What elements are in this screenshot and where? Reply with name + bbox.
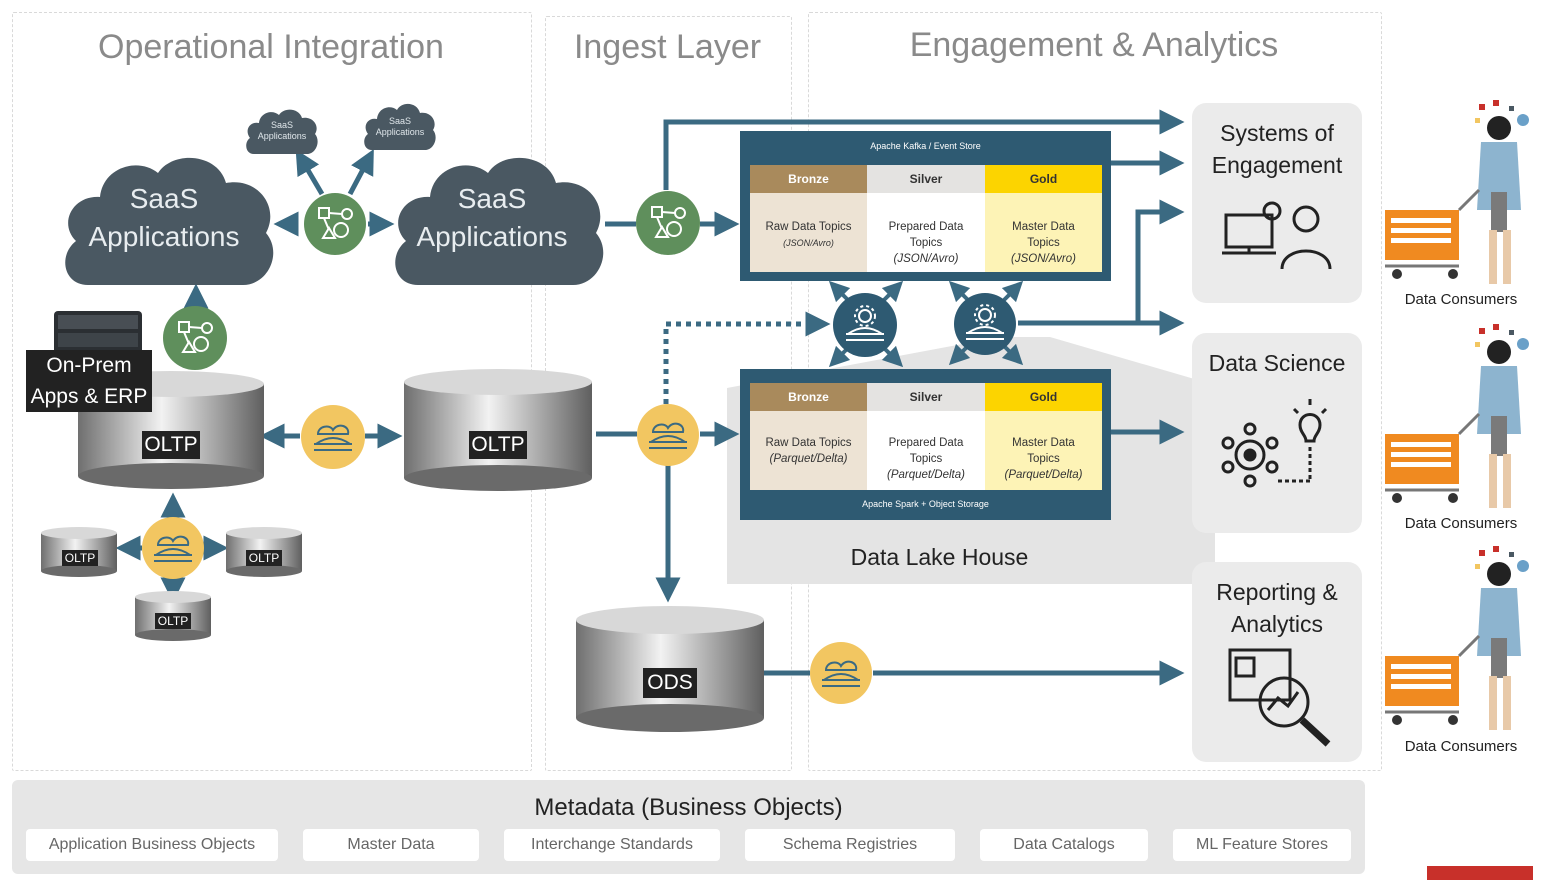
spark-title: Apache Spark + Object Storage [862, 499, 989, 509]
kafka-event-store: Apache Kafka / Event Store Bronze Silver… [740, 131, 1111, 281]
database-icon [135, 591, 211, 641]
spark-silver-body: Prepared Data Topics (Parquet/Delta) [867, 411, 985, 490]
spark-object-storage: Bronze Silver Gold Raw Data Topics (Parq… [740, 369, 1111, 520]
data-science-box: Data Science [1192, 333, 1362, 533]
data-consumers-label: Data Consumers [1404, 515, 1518, 532]
reporting-analytics-title: Reporting & Analytics [1216, 579, 1338, 637]
engagement-icon [1222, 201, 1332, 270]
kafka-silver-text: Prepared Data Topics [888, 221, 964, 249]
kafka-bronze-format: (JSON/Avro) [783, 238, 834, 248]
operational-title: Operational Integration [98, 28, 444, 66]
ods-label: ODS [643, 668, 697, 698]
spark-gold-text: Master Data Topics [1012, 437, 1075, 465]
saas-cloud-right [395, 157, 604, 285]
database-icon [404, 369, 592, 491]
replication-icon [810, 642, 872, 704]
kafka-bronze-header: Bronze [750, 165, 867, 193]
saas-cloud-small-1 [246, 109, 318, 154]
oltp-small2-label: OLTP [246, 550, 282, 566]
integration-icon [163, 306, 227, 370]
data-science-title: Data Science [1208, 350, 1346, 376]
metadata-item: ML Feature Stores [1173, 829, 1351, 861]
data-consumer-icon [1385, 100, 1529, 284]
saas-small-2-label: SaaS Applications [375, 116, 425, 137]
kafka-silver-body: Prepared Data Topics (JSON/Avro) [867, 193, 985, 272]
saas-cloud-small-2 [364, 103, 436, 150]
spark-silver-format: (Parquet/Delta) [887, 469, 965, 481]
kafka-bronze-text: Raw Data Topics [765, 221, 852, 233]
processing-gear-icon [833, 293, 897, 357]
data-consumers-label: Data Consumers [1404, 291, 1518, 308]
spark-bronze-body: Raw Data Topics (Parquet/Delta) [750, 411, 867, 490]
kafka-bronze-body: Raw Data Topics (JSON/Avro) [750, 193, 867, 272]
oltp-small3-label: OLTP [155, 613, 191, 629]
saas-cloud-left [65, 157, 274, 285]
metadata-item: Data Catalogs [980, 829, 1148, 861]
metadata-item: Schema Registries [745, 829, 955, 861]
lakehouse-label: Data Lake House [850, 544, 1029, 570]
onprem-line1: On-Prem [46, 354, 132, 377]
spark-gold-header: Gold [985, 383, 1102, 411]
accent-block [1427, 866, 1533, 880]
systems-of-engagement-box: Systems of Engagement [1192, 103, 1362, 303]
spark-gold-format: (Parquet/Delta) [1004, 469, 1083, 481]
replication-icon [637, 404, 699, 466]
kafka-gold-header: Gold [985, 165, 1102, 193]
replication-icon [142, 517, 204, 579]
data-consumer-icon [1385, 324, 1529, 508]
saas-right-label: SaaS Applications [416, 183, 568, 252]
oltp-mid-label: OLTP [469, 431, 527, 459]
kafka-gold-format: (JSON/Avro) [1011, 253, 1076, 265]
oltp-small1-label: OLTP [62, 550, 98, 566]
spark-gold-body: Master Data Topics (Parquet/Delta) [985, 411, 1102, 490]
engagement-title: Engagement & Analytics [909, 26, 1279, 64]
spark-silver-header: Silver [867, 383, 985, 411]
onprem-line2: Apps & ERP [30, 385, 148, 408]
metadata-item: Master Data [303, 829, 479, 861]
reporting-icon [1228, 648, 1331, 747]
metadata-bar: Metadata (Business Objects) Application … [12, 780, 1365, 874]
replication-icon [301, 405, 365, 469]
saas-left-label: SaaS Applications [88, 183, 240, 252]
metadata-item: Application Business Objects [26, 829, 278, 861]
kafka-gold-body: Master Data Topics (JSON/Avro) [985, 193, 1102, 272]
database-icon [78, 371, 264, 489]
spark-silver-text: Prepared Data Topics [888, 437, 964, 465]
metadata-title: Metadata (Business Objects) [534, 794, 843, 821]
database-icon [576, 606, 764, 732]
reporting-analytics-box: Reporting & Analytics [1192, 562, 1362, 762]
data-science-icon [1221, 399, 1328, 488]
kafka-gold-text: Master Data Topics [1012, 221, 1075, 249]
kafka-title: Apache Kafka / Event Store [870, 141, 981, 151]
metadata-item: Interchange Standards [504, 829, 720, 861]
spark-bronze-header: Bronze [750, 383, 867, 411]
onprem-label: On-Prem Apps & ERP [26, 350, 152, 412]
kafka-silver-header: Silver [867, 165, 985, 193]
ingest-title: Ingest Layer [573, 28, 762, 66]
spark-bronze-text: Raw Data Topics [765, 437, 852, 449]
spark-bronze-format: (Parquet/Delta) [769, 453, 848, 465]
oltp-main-label: OLTP [142, 431, 200, 459]
data-consumers-label: Data Consumers [1404, 738, 1518, 755]
systems-of-engagement-title: Systems of Engagement [1211, 120, 1343, 178]
integration-icon [304, 193, 366, 255]
saas-small-1-label: SaaS Applications [257, 120, 307, 141]
integration-icon [636, 191, 700, 255]
kafka-silver-format: (JSON/Avro) [893, 253, 959, 265]
processing-gear-icon [954, 293, 1016, 355]
data-consumer-icon [1385, 546, 1529, 730]
